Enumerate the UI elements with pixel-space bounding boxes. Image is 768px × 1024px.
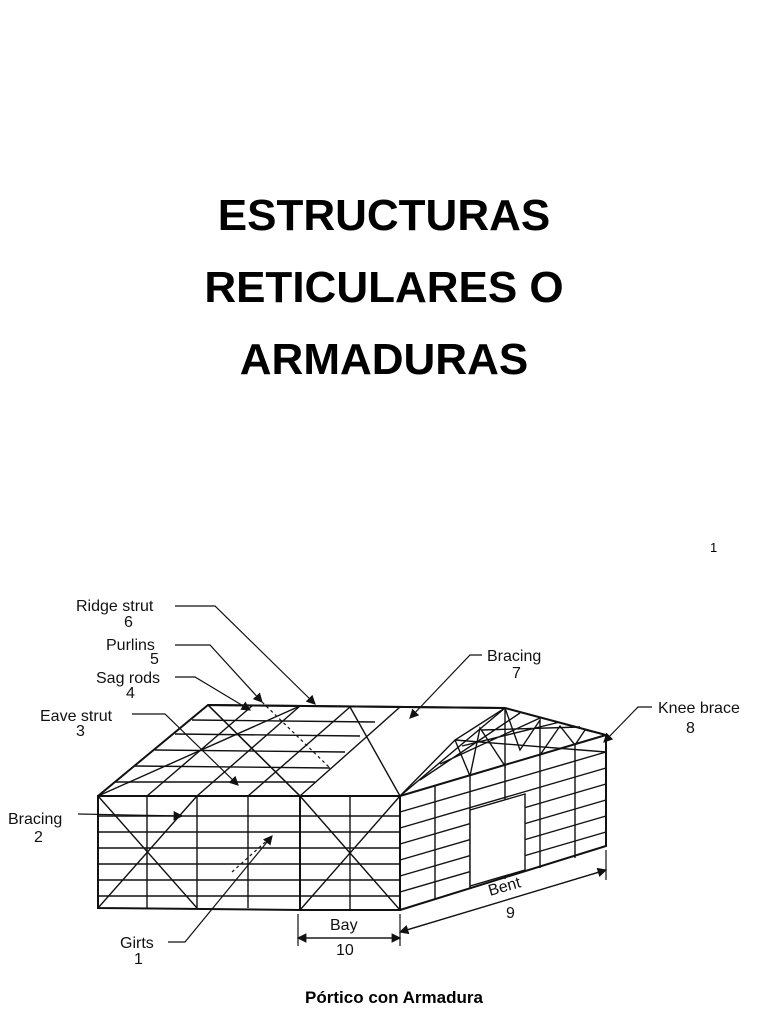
truss-building-diagram: Ridge strut 6 Purlins 5 Sag rods 4 Eave … (8, 598, 740, 968)
label-purlins-number: 5 (150, 651, 159, 668)
label-bracing-left: Bracing (8, 811, 62, 828)
label-knee-brace: Knee brace (658, 700, 740, 717)
label-eave-strut: Eave strut (40, 708, 113, 725)
label-sag-rods-number: 4 (126, 685, 135, 702)
label-bay: Bay (330, 917, 358, 934)
label-knee-brace-number: 8 (686, 720, 695, 737)
leader-lines (77, 605, 652, 946)
label-sag-rods: Sag rods (96, 670, 160, 687)
label-bay-number: 10 (336, 942, 354, 959)
title-line-2: RETICULARES O (204, 263, 564, 312)
label-girts: Girts (120, 935, 154, 952)
label-bracing-top: Bracing (487, 648, 541, 665)
label-eave-strut-number: 3 (76, 723, 85, 740)
label-girts-number: 1 (134, 951, 143, 968)
label-bracing-top-number: 7 (512, 665, 521, 682)
page-title: ESTRUCTURAS RETICULARES O ARMADURAS (0, 180, 768, 396)
label-bracing-left-number: 2 (34, 829, 43, 846)
title-line-3: ARMADURAS (239, 335, 529, 384)
building-frame (97, 703, 607, 912)
label-purlins: Purlins (106, 637, 155, 654)
label-ridge-strut: Ridge strut (76, 598, 154, 615)
page-number: 1 (710, 540, 718, 555)
label-ridge-strut-number: 6 (124, 614, 133, 631)
title-line-1: ESTRUCTURAS (217, 191, 551, 240)
figure-caption: Pórtico con Armadura (305, 988, 483, 1007)
label-bent-number: 9 (506, 905, 515, 922)
